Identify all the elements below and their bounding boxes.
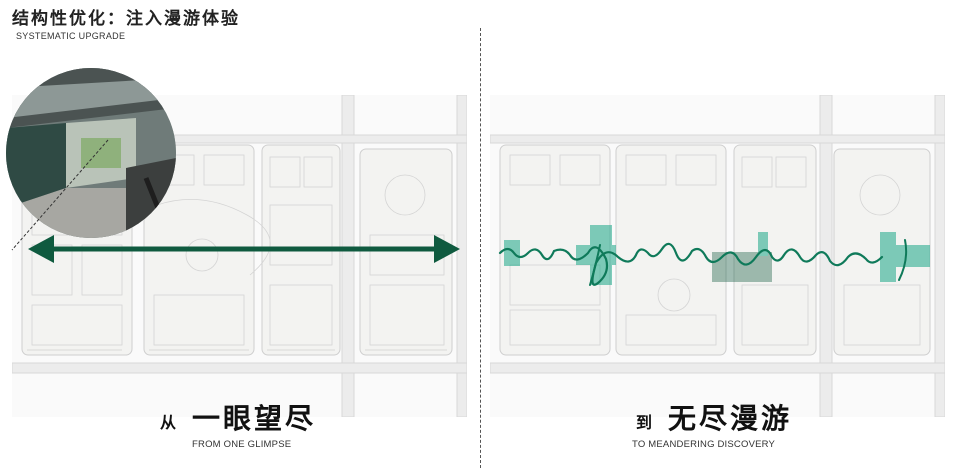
caption-right: 到 无尽漫游	[636, 397, 792, 437]
corridor-photo	[6, 68, 176, 238]
caption-right-en: TO MEANDERING DISCOVERY	[632, 439, 776, 450]
caption-left-en: FROM ONE GLIMPSE	[192, 439, 292, 450]
caption-left: 从 一眼望尽	[160, 397, 316, 437]
caption-left-big: 一眼望尽	[192, 402, 317, 435]
meandering-path-icon	[498, 242, 884, 286]
center-divider	[480, 28, 481, 468]
caption-right-big: 无尽漫游	[668, 402, 793, 435]
caption-right-small: 到	[636, 413, 653, 432]
page-subtitle: SYSTEMATIC UPGRADE	[16, 31, 126, 41]
site-plan-right	[490, 95, 945, 417]
page-title: 结构性优化：注入漫游体验	[12, 9, 240, 29]
caption-left-small: 从	[160, 413, 177, 432]
double-headed-arrow-icon	[28, 235, 460, 263]
